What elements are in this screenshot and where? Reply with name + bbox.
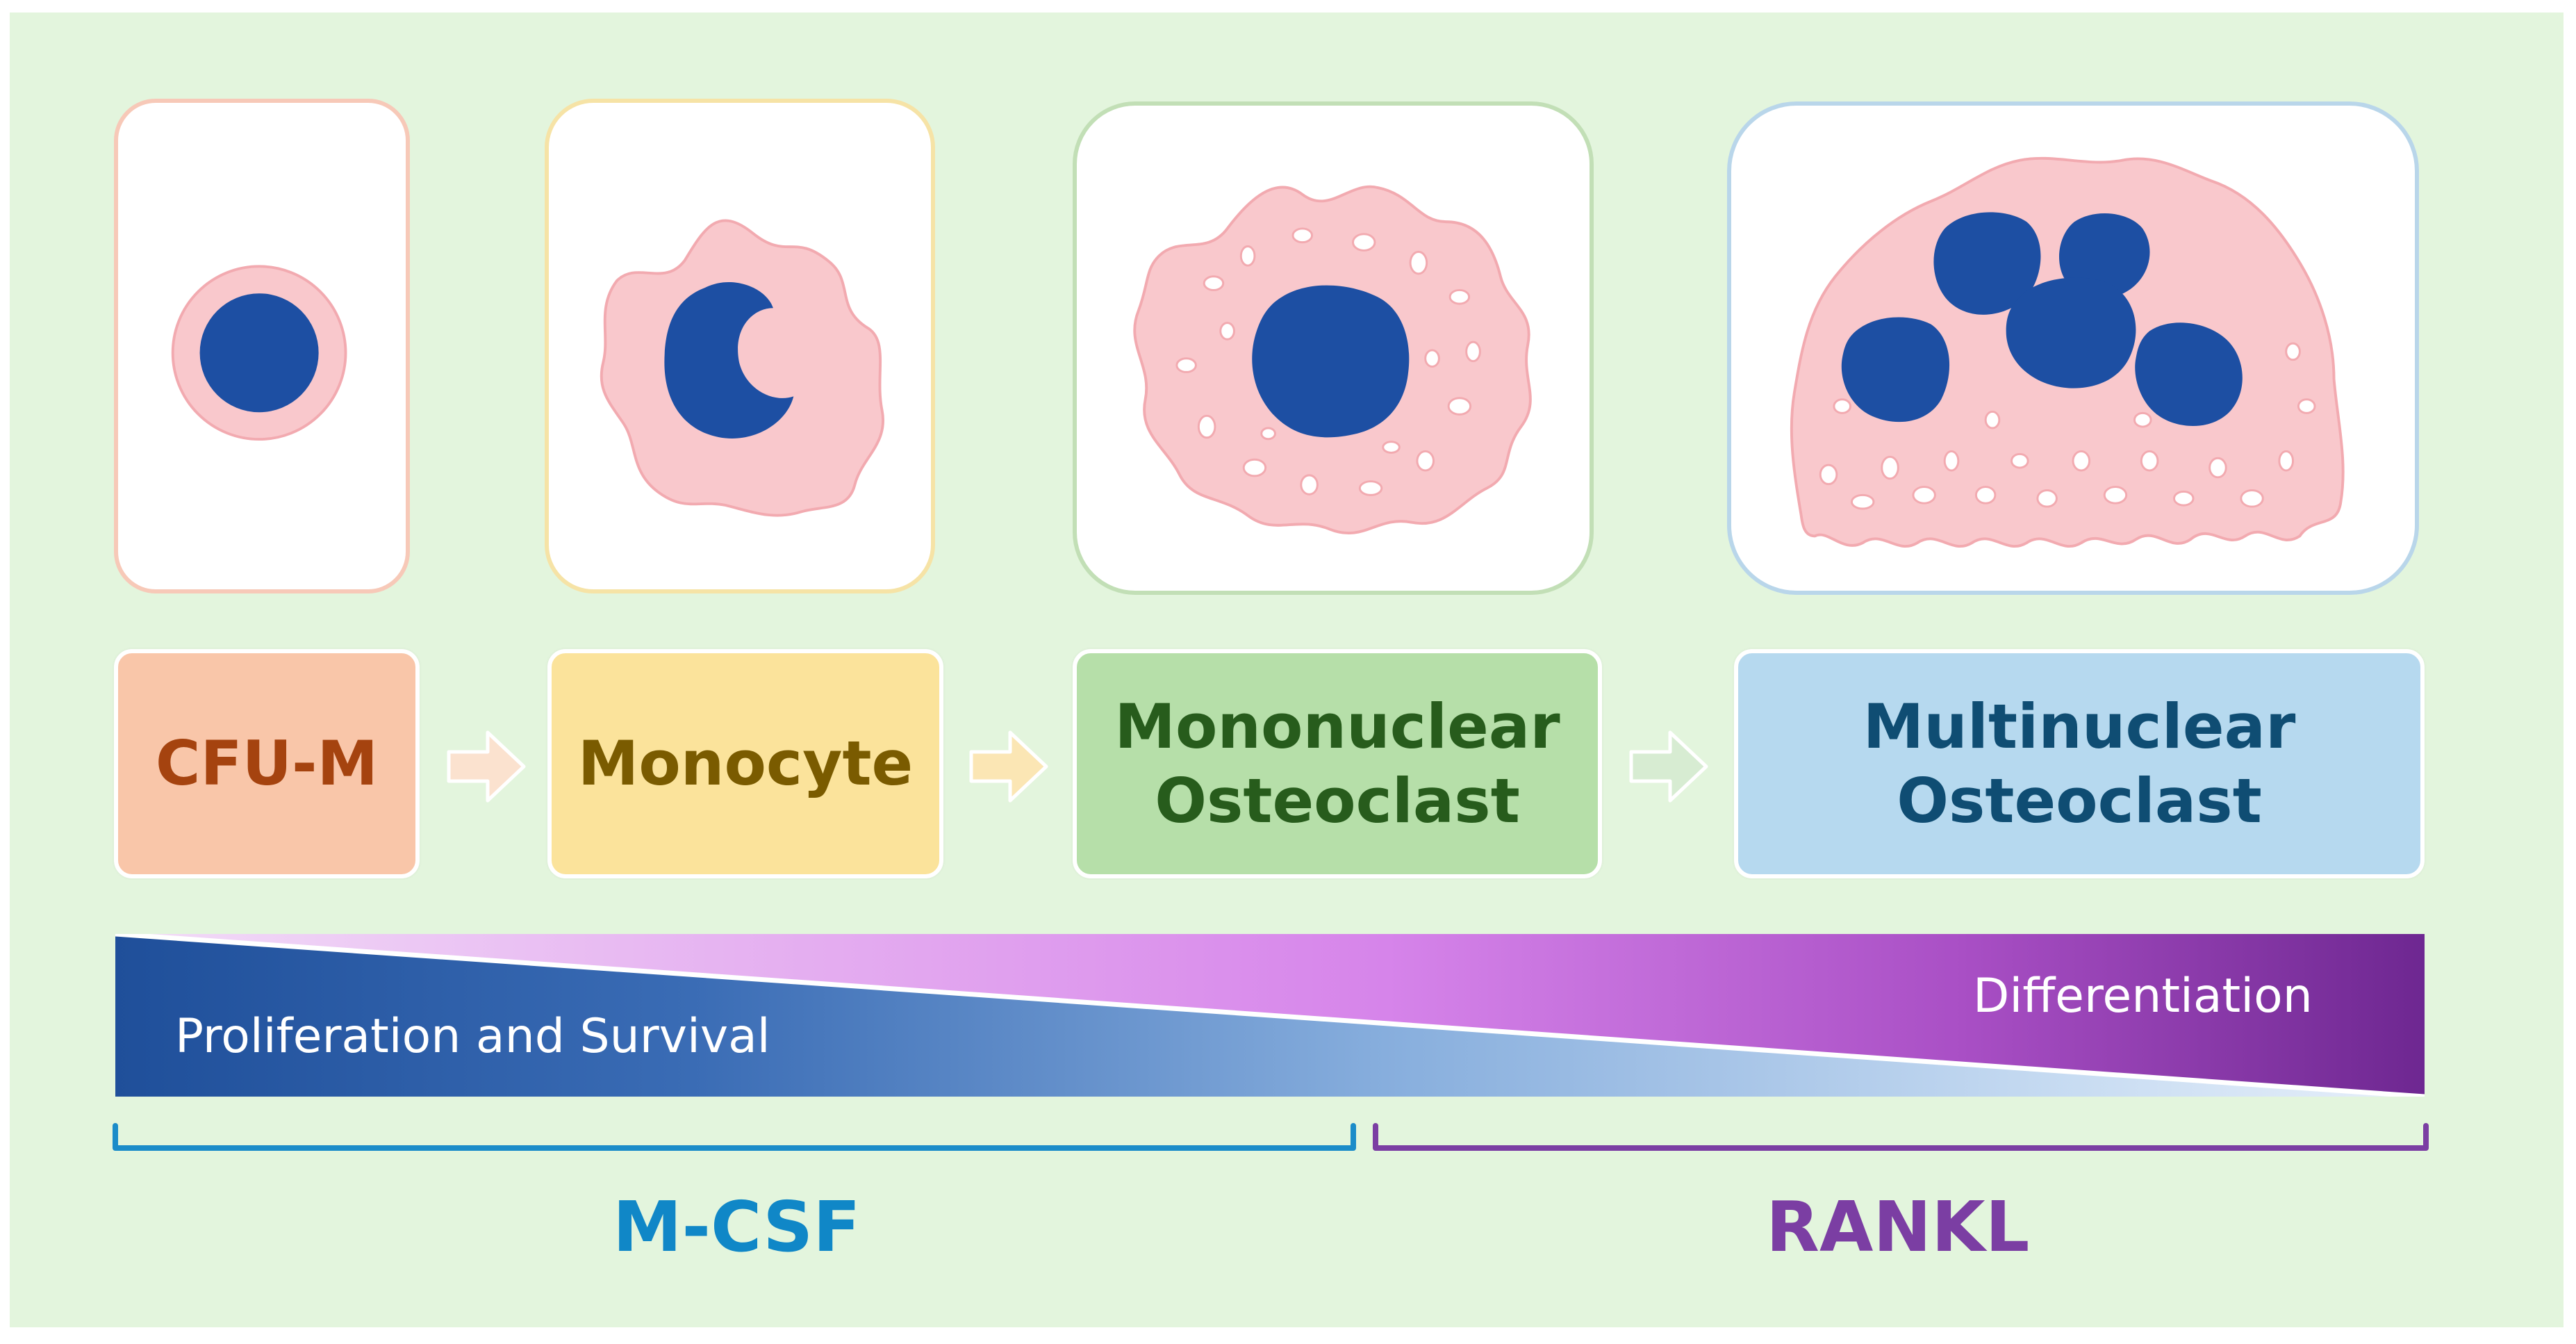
differentiation-text: Differentiation (1973, 969, 2313, 1024)
stage-label-mononuclear-line2: Osteoclast (1155, 765, 1520, 837)
multinuclear-osteoclast-cell-illustration (1790, 156, 2345, 548)
monocyte-cell-card (545, 99, 935, 593)
stage-label-monocyte: Monocyte (547, 649, 943, 878)
stage-label-multinuclear-line1: Multinuclear (1863, 690, 2296, 762)
factor-brackets (104, 1120, 2438, 1162)
stage-label-mononuclear-line1: Mononuclear (1114, 690, 1560, 762)
stage-label-multinuclear-line2: Osteoclast (1897, 765, 2262, 837)
stage-label-mononuclear-osteoclast: Mononuclear Osteoclast (1073, 649, 1602, 878)
cfu-m-cell-illustration (171, 265, 347, 441)
cfu-m-cell-card (114, 99, 410, 593)
mononuclear-osteoclast-cell-illustration (1133, 185, 1532, 535)
stage-label-multinuclear-osteoclast: Multinuclear Osteoclast (1734, 649, 2425, 878)
arrow-right-icon (445, 728, 528, 805)
stage-label-monocyte-text: Monocyte (577, 728, 914, 800)
arrow-right-icon (1627, 728, 1710, 805)
m-csf-bracket (113, 1123, 1356, 1151)
stage-label-cfu-m-text: CFU-M (155, 728, 379, 800)
multinuclear-osteoclast-cell-card (1727, 101, 2419, 595)
monocyte-cell-illustration (600, 219, 884, 517)
rankl-label: RANKL (1766, 1186, 2030, 1268)
gradient-wedge-bar (115, 931, 2425, 1099)
rankl-bracket (1373, 1123, 2429, 1151)
proliferation-survival-text: Proliferation and Survival (175, 1009, 770, 1064)
stage-label-cfu-m: CFU-M (114, 649, 420, 878)
arrow-right-icon (967, 728, 1050, 805)
mononuclear-osteoclast-cell-card (1073, 101, 1594, 595)
m-csf-label: M-CSF (613, 1186, 861, 1268)
